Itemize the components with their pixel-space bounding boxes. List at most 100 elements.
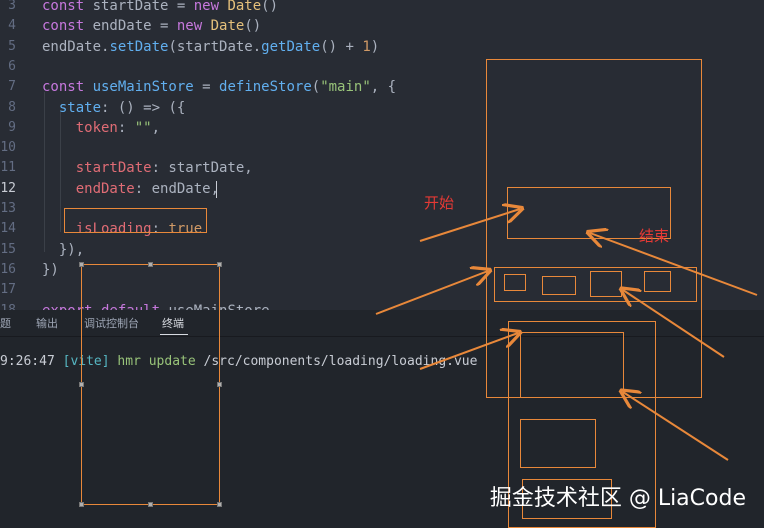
code-text: const startDate = new Date() xyxy=(42,0,278,16)
code-line[interactable]: 3 const startDate = new Date() xyxy=(0,0,480,16)
indent-guide xyxy=(44,92,45,252)
code-line[interactable]: 7 const useMainStore = defineStore("main"… xyxy=(0,77,480,97)
line-number: 11 xyxy=(0,160,16,176)
code-text: token: "", xyxy=(42,118,160,138)
line-number: 15 xyxy=(0,241,16,257)
code-token: new xyxy=(176,18,211,35)
code-line[interactable]: 8 state: () => ({ xyxy=(0,98,480,118)
code-token: ( xyxy=(311,79,321,96)
code-token: : startDate, xyxy=(151,160,253,177)
code-line[interactable]: 14 isLoading: true xyxy=(0,219,480,239)
code-token: () + xyxy=(320,38,363,55)
arrow-start xyxy=(419,209,520,242)
code-text: }) xyxy=(42,260,59,280)
code-token: const xyxy=(42,79,93,96)
line-number: 16 xyxy=(0,261,16,277)
resize-handle[interactable] xyxy=(148,502,153,507)
line-number: 8 xyxy=(8,99,16,115)
terminal-hmr-text: hmr update xyxy=(109,354,204,369)
line-number: 3 xyxy=(8,0,16,13)
code-token: endDate = xyxy=(92,18,177,35)
text-cursor xyxy=(216,180,217,198)
panel-tabs: 题 输出 调试控制台 终端 xyxy=(0,310,764,337)
arrow-toolbar-right xyxy=(623,290,725,358)
code-token: 1 xyxy=(362,38,371,55)
code-line[interactable]: 12 endDate: endDate, xyxy=(0,179,480,199)
code-text: startDate: startDate, xyxy=(42,158,253,178)
code-token: getDate xyxy=(261,38,321,55)
code-token: : endDate, xyxy=(134,180,220,197)
resize-handle[interactable] xyxy=(79,382,84,387)
code-token: }) xyxy=(42,261,59,278)
resize-handle[interactable] xyxy=(217,502,222,507)
selected-rectangle[interactable] xyxy=(79,262,222,507)
line-number: 5 xyxy=(8,38,16,54)
line-number: 17 xyxy=(0,282,16,298)
resize-handle[interactable] xyxy=(148,262,153,267)
code-token: endDate xyxy=(75,180,135,197)
tab-terminal[interactable]: 终端 xyxy=(162,317,184,330)
terminal-vite-tag: [vite] xyxy=(62,354,110,369)
line-number: 6 xyxy=(8,58,16,74)
code-token: , { xyxy=(370,79,397,96)
code-token: const xyxy=(42,0,93,14)
code-line[interactable]: 11 startDate: startDate, xyxy=(0,158,480,178)
code-token: new xyxy=(193,0,228,14)
terminal-time: 9:26:47 xyxy=(0,354,63,369)
line-number: 7 xyxy=(8,79,16,95)
code-token: () xyxy=(261,0,279,14)
code-token: startDate = xyxy=(92,0,194,14)
code-line[interactable]: 15 }), xyxy=(0,240,480,260)
terminal-output-line: 9:26:47 [vite] hmr update /src/component… xyxy=(0,354,477,369)
wireframe-toolbar-item xyxy=(504,274,526,291)
code-token: startDate xyxy=(75,160,152,177)
indent-guide xyxy=(60,112,61,232)
code-text: state: () => ({ xyxy=(42,98,185,118)
tab-output[interactable]: 输出 xyxy=(36,317,58,330)
code-text: isLoading: true xyxy=(42,219,202,239)
code-line[interactable]: 6 xyxy=(0,57,480,77)
isloading-highlight-box xyxy=(64,208,207,233)
arrow-end xyxy=(590,233,758,296)
tab-debug-console[interactable]: 调试控制台 xyxy=(84,317,139,330)
code-token: token xyxy=(75,119,118,136)
wireframe-toolbar-item xyxy=(542,276,576,295)
wireframe-toolbar-item xyxy=(644,271,671,292)
resize-handle[interactable] xyxy=(79,262,84,267)
line-number: 14 xyxy=(0,221,16,237)
watermark: 掘金技术社区 @ LiaCode xyxy=(489,486,746,511)
code-token: () xyxy=(244,18,262,35)
code-token: "main" xyxy=(320,79,371,96)
code-line[interactable]: 10 xyxy=(0,138,480,158)
code-token: , xyxy=(151,119,161,136)
code-token: (startDate. xyxy=(168,38,262,55)
active-tab-indicator xyxy=(160,334,188,335)
code-line[interactable]: 17 xyxy=(0,280,480,300)
code-token: setDate xyxy=(109,38,169,55)
line-number: 13 xyxy=(0,201,16,216)
resize-handle[interactable] xyxy=(217,262,222,267)
resize-handle[interactable] xyxy=(217,382,222,387)
code-token: : () => ({ xyxy=(101,99,186,116)
code-token: }), xyxy=(42,241,85,258)
line-number: 10 xyxy=(0,140,16,156)
start-label: 开始 xyxy=(424,194,455,212)
code-token: const xyxy=(42,18,93,35)
code-line[interactable]: 9 token: "", xyxy=(0,118,480,138)
code-line[interactable]: 13 xyxy=(0,199,480,219)
code-text: const useMainStore = defineStore("main",… xyxy=(42,77,396,97)
end-label: 结束 xyxy=(639,227,670,245)
arrow-toolbar-left xyxy=(375,271,488,315)
code-token: useMainStore xyxy=(92,79,194,96)
code-token: true xyxy=(168,221,203,238)
resize-handle[interactable] xyxy=(79,502,84,507)
wireframe-toolbar-item xyxy=(590,271,622,297)
code-token: = xyxy=(193,79,220,96)
bottom-panel: 题 输出 调试控制台 终端 9:26:47 [vite] hmr update … xyxy=(0,310,764,528)
tab-problems[interactable]: 题 xyxy=(0,317,11,330)
line-number: 12 xyxy=(0,180,16,196)
code-line[interactable]: 16}) xyxy=(0,260,480,280)
